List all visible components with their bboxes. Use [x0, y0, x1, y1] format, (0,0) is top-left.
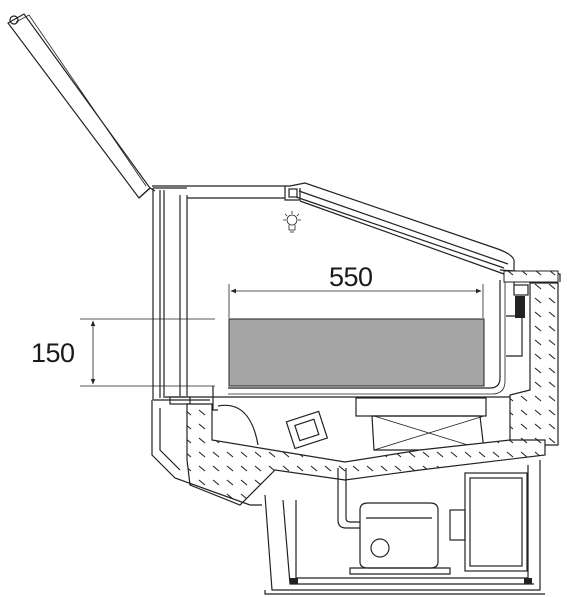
canopy — [152, 182, 515, 285]
compressor — [349, 502, 451, 575]
drain-pipe — [337, 468, 360, 529]
fill-height-label: 150 — [31, 338, 75, 368]
width-dimension — [228, 284, 484, 318]
lightbulb-icon — [283, 211, 301, 233]
tray-width-label: 550 — [329, 262, 373, 292]
cabinet-insulation — [151, 400, 546, 506]
display-well — [228, 275, 506, 395]
machine-compartment — [264, 460, 545, 595]
front-glass — [152, 187, 210, 401]
height-dimension — [80, 318, 215, 387]
condenser-unit — [449, 472, 528, 572]
open-lid — [7, 13, 156, 199]
rear-wall-insulation — [499, 269, 561, 446]
product-tray — [228, 318, 485, 387]
